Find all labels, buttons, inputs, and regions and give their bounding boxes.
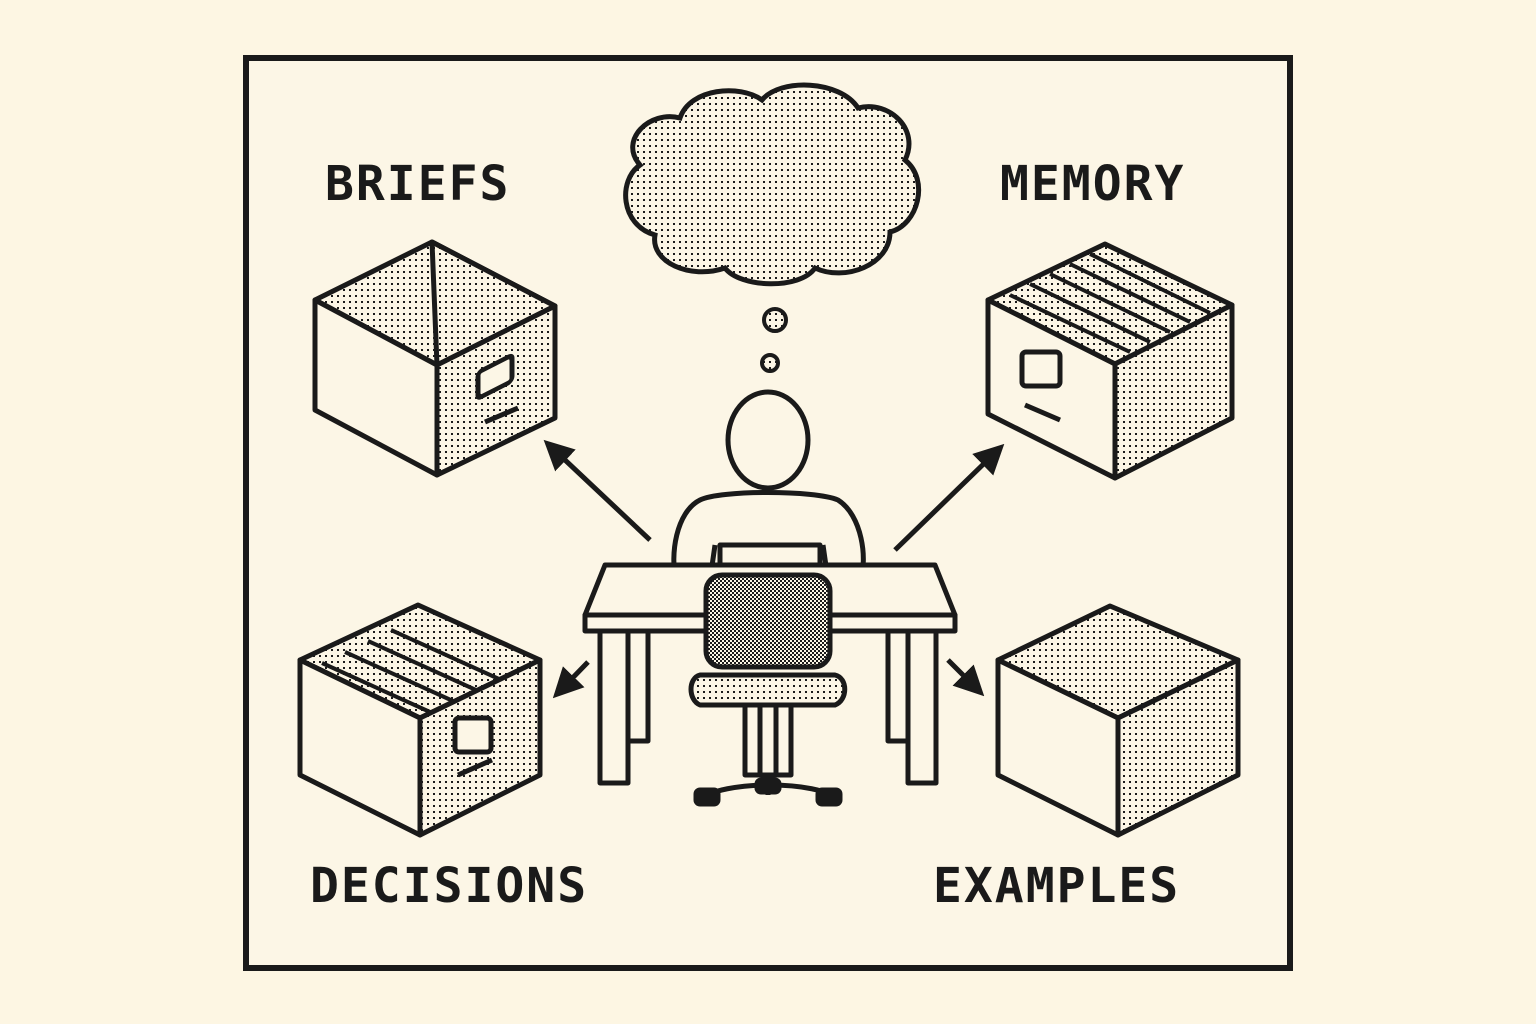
arrow-to-decisions [552,660,590,699]
briefs-box [312,239,558,478]
decisions-box [297,602,543,838]
person-torso [671,490,866,583]
desk-leg [885,628,911,744]
label-decisions: DECISIONS [310,858,589,914]
label-examples: EXAMPLES [933,858,1181,914]
chair-seat [688,672,848,708]
person-head [725,389,811,491]
person-at-desk [582,389,958,807]
thought-cloud [623,82,922,373]
arrow-to-memory [893,443,1005,552]
desk-leg [905,628,939,786]
arrow-to-briefs [543,439,652,542]
label-briefs: BRIEFS [325,156,511,212]
examples-box [995,603,1241,838]
memory-box [985,241,1235,481]
desk-leg [597,628,631,786]
arrow-to-examples [946,658,985,697]
desk-leg [625,628,651,744]
label-memory: MEMORY [1000,156,1186,212]
chair-back [703,572,833,670]
